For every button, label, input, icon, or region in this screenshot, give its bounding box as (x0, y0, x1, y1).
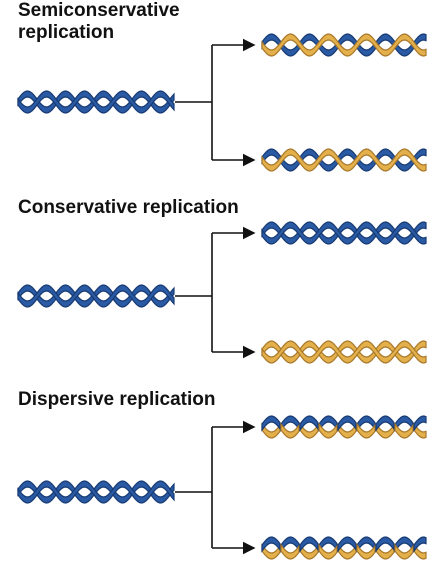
helix-strand-segment (337, 543, 357, 560)
helix-strand-segment (375, 422, 395, 439)
dispersive-title-line-1: Dispersive replication (18, 389, 216, 410)
helix-strand-segment (261, 536, 281, 553)
daughter-helix-top (261, 33, 427, 57)
helix-strand-segment (261, 422, 281, 439)
helix-strand-b (261, 33, 427, 57)
dispersive-title: Dispersive replication (18, 389, 215, 411)
helix-strand-a (261, 340, 427, 364)
daughter-helix-top (261, 415, 427, 439)
helix-strand-segment (261, 415, 281, 432)
daughter-helix-bottom (261, 340, 427, 364)
helix-strand-segment (299, 415, 319, 432)
helix-strand-segment (318, 422, 338, 439)
helix-strand-a (261, 221, 427, 245)
helix-strand-segment (375, 543, 395, 560)
parent-helix (17, 90, 175, 114)
conservative-title: Conservative replication (18, 197, 239, 219)
helix-strand-segment (318, 543, 338, 560)
helix-strand-segment (299, 422, 319, 439)
semiconservative-title-line-1: Semiconservative (18, 0, 180, 21)
panel-2 (17, 221, 427, 364)
helix-strand-segment (299, 543, 319, 560)
helix-strand-segment (375, 536, 395, 553)
helix-strand-segment (413, 422, 427, 439)
helix-strand-segment (413, 543, 427, 560)
helix-strand-a (261, 148, 427, 172)
parent-helix (17, 480, 175, 504)
daughter-helix-bottom (261, 536, 427, 560)
semiconservative-title: Semiconservative replication (18, 0, 180, 44)
helix-strand-a (17, 480, 175, 504)
helix-strand-segment (375, 415, 395, 432)
helix-strand-b (261, 221, 427, 245)
panels-layer (17, 33, 427, 560)
helix-strand-a (261, 33, 427, 57)
helix-strand-a (17, 284, 175, 308)
daughter-helix-top (261, 221, 427, 245)
helix-strand-a (17, 90, 175, 114)
helix-strand-segment (394, 543, 414, 560)
semiconservative-title-line-2: replication (18, 22, 115, 43)
helix-strand-segment (337, 415, 357, 432)
panel-3 (17, 415, 427, 560)
helix-strand-segment (337, 422, 357, 439)
helix-strand-segment (356, 543, 376, 560)
helix-strand-segment (280, 543, 300, 560)
parent-helix (17, 284, 175, 308)
helix-strand-segment (394, 422, 414, 439)
panel-1 (17, 33, 427, 172)
conservative-title-line-1: Conservative replication (18, 197, 239, 218)
helix-strand-segment (413, 415, 427, 432)
helix-strand-segment (413, 536, 427, 553)
helix-strand-b (261, 340, 427, 364)
helix-strand-segment (337, 536, 357, 553)
helix-strand-b (261, 148, 427, 172)
helix-strand-segment (261, 543, 281, 560)
helix-strand-segment (299, 536, 319, 553)
daughter-helix-bottom (261, 148, 427, 172)
helix-strand-segment (356, 422, 376, 439)
helix-strand-segment (280, 422, 300, 439)
